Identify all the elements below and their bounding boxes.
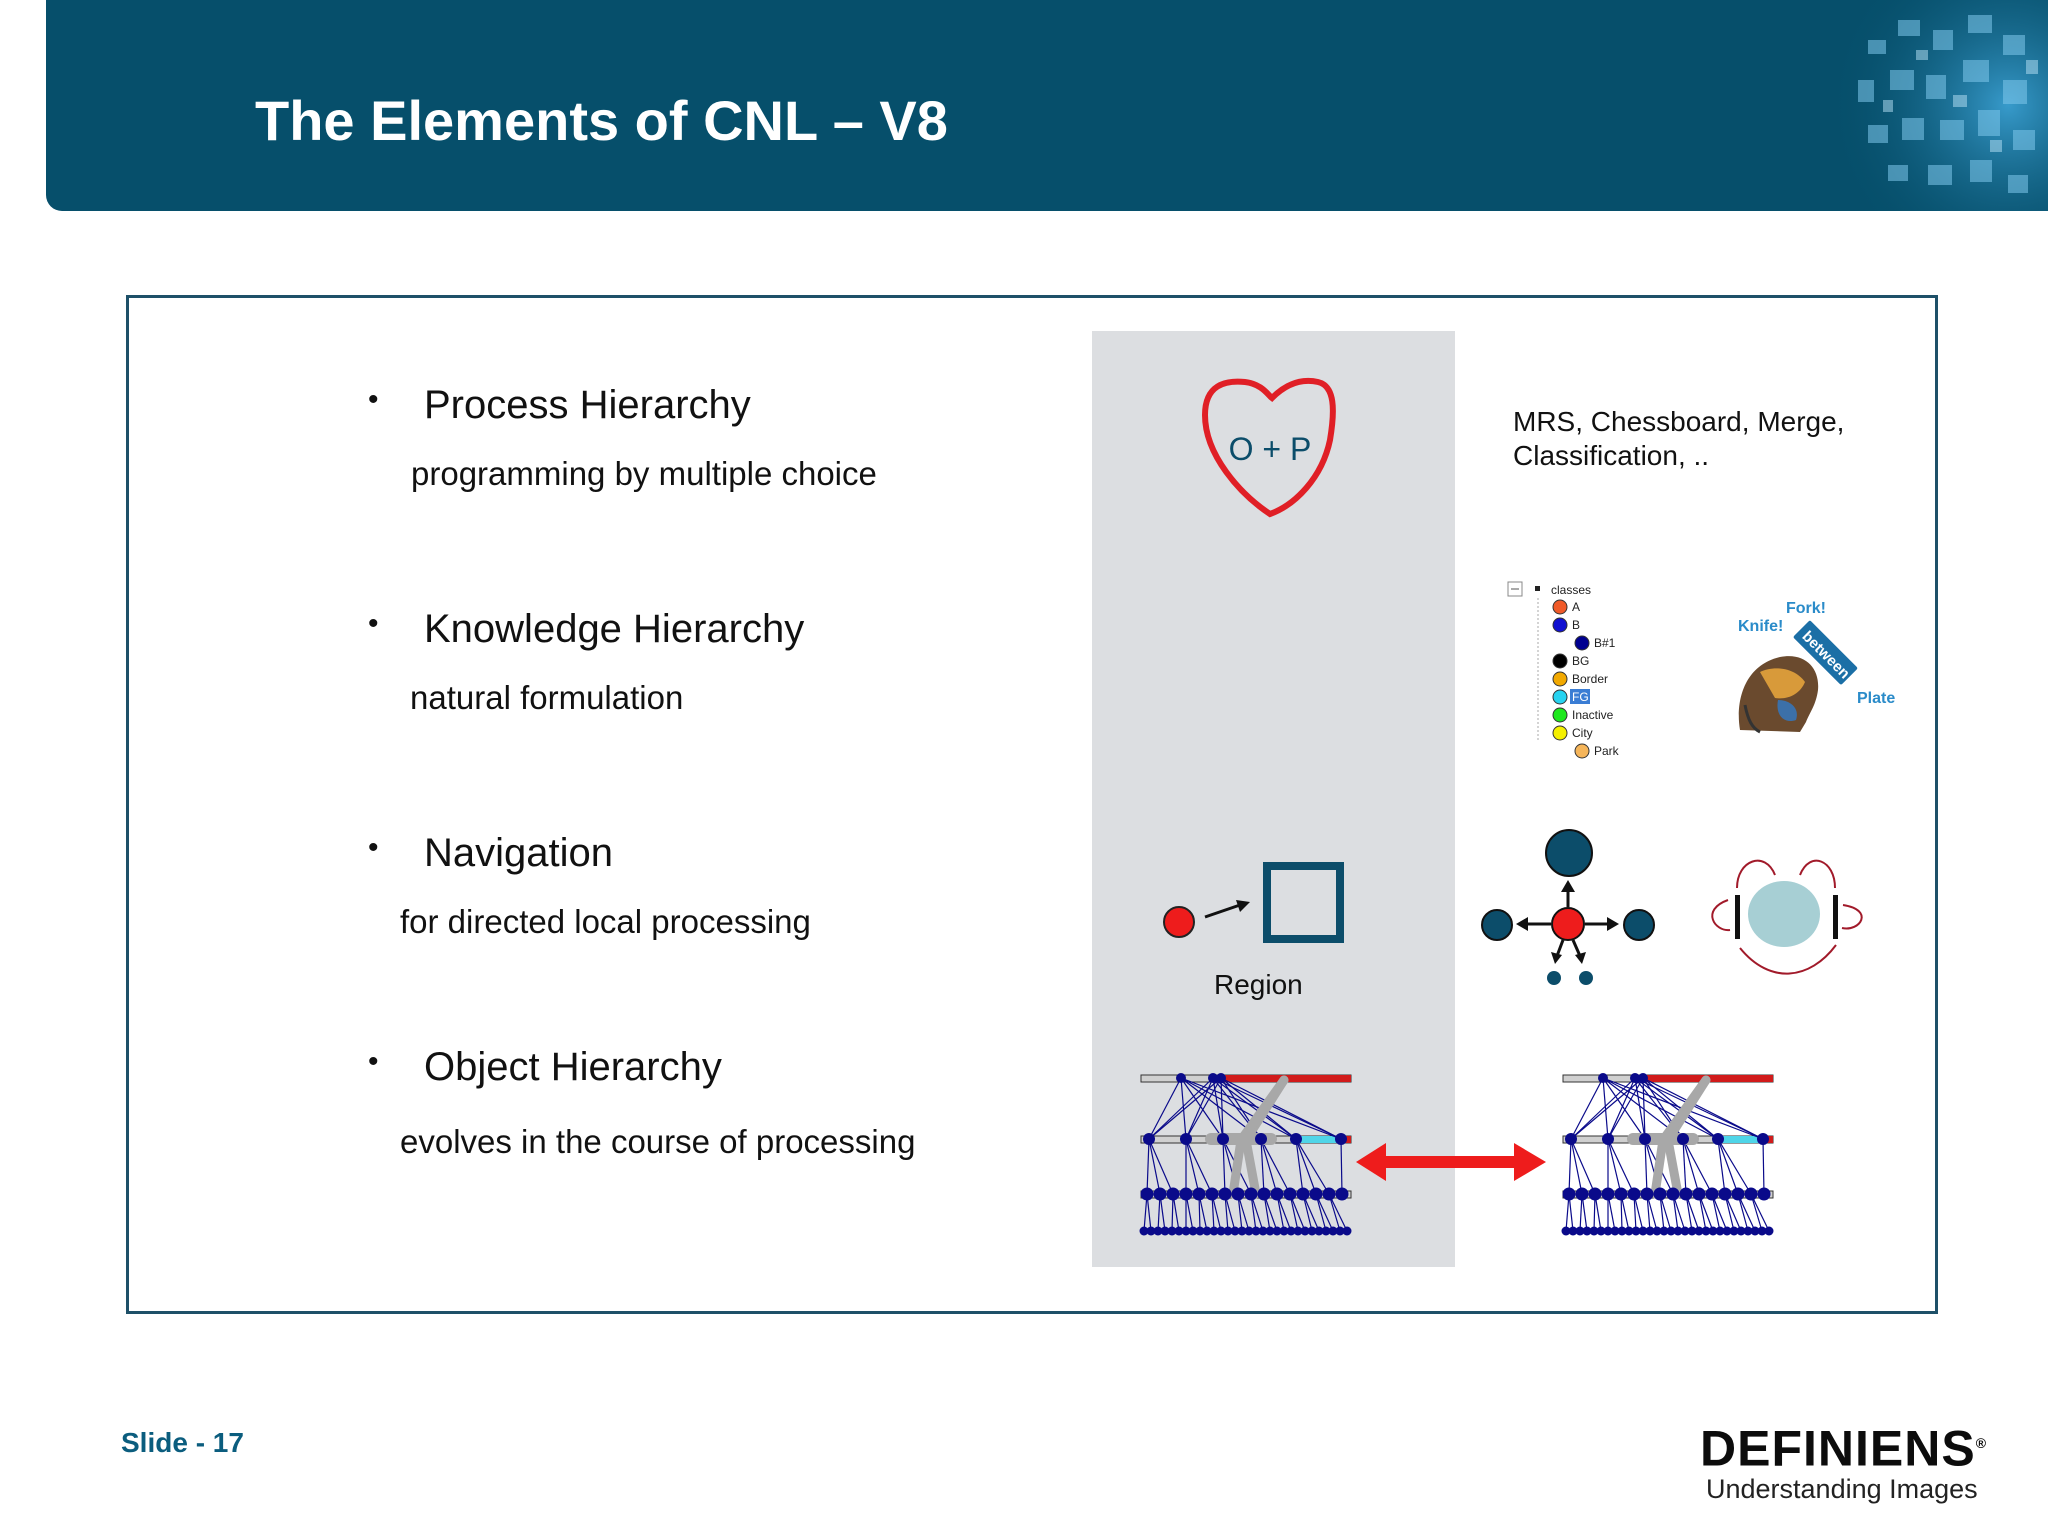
tree-item[interactable]: City [1552,725,1593,741]
tree-root-label: classes [1551,583,1591,597]
tree-item[interactable]: BG [1552,653,1589,669]
region-label: Region [1214,969,1303,1000]
slide-number: Slide - 17 [121,1427,244,1458]
class-label: BG [1572,654,1589,668]
header-bar: The Elements of CNL – V8 [46,0,2048,211]
class-color-swatch [1552,671,1568,687]
class-label: Inactive [1572,708,1614,722]
item-title-object-hierarchy: Object Hierarchy [424,1045,722,1089]
tree-item[interactable]: Inactive [1552,707,1614,723]
registered-mark: ® [1975,1435,1988,1451]
class-color-swatch [1574,635,1590,651]
item-desc-knowledge-hierarchy: natural formulation [410,679,684,716]
content-frame [126,295,1938,1314]
item-title-navigation: Navigation [424,831,614,875]
class-color-swatch [1552,617,1568,633]
object-hierarchy-right [1561,1073,1774,1236]
object-hierarchy-left [1139,1073,1352,1236]
logo-wordmark: DEFINIENS® [1700,1418,2000,1474]
class-color-swatch [1574,743,1590,759]
bullet-marker: • [368,607,379,640]
item-desc-process-hierarchy: programming by multiple choice [411,455,877,492]
between-badge [1793,620,1858,685]
class-label: City [1572,726,1593,740]
head-profile-icon [1738,656,1819,734]
fork-label: Fork! [1786,600,1826,617]
heart-illustration: O + P [1201,377,1336,518]
knife-icon [1833,895,1838,939]
examples-text: MRS, Chessboard, Merge, Classification, … [1513,406,1845,471]
class-label: B [1572,618,1580,632]
heart-shape [1201,377,1336,518]
item-title-knowledge-hierarchy: Knowledge Hierarchy [424,607,805,651]
bullet-marker: • [368,1045,379,1078]
item-desc-object-hierarchy: evolves in the course of processing [400,1123,916,1160]
bullet-marker: • [368,383,379,416]
tree-item[interactable]: Park [1574,743,1620,759]
double-arrow-icon [1356,1143,1546,1181]
logo-name: DEFINIENS [1700,1420,1976,1477]
neighbor-network-diagram [1481,829,1655,985]
class-label: FG [1572,690,1589,704]
class-label: Park [1594,744,1620,758]
region-navigation-diagram [1163,862,1344,943]
class-color-swatch [1552,689,1568,705]
object-dot [1163,906,1195,938]
logo-tagline: Understanding Images [1706,1473,1978,1504]
tree-item[interactable]: A [1552,599,1580,615]
fork-icon [1735,895,1740,939]
item-desc-navigation: for directed local processing [400,903,811,940]
knife-label: Knife! [1738,618,1783,635]
class-label: Border [1572,672,1608,686]
heart-text: O + P [1229,431,1312,467]
plate-cutlery-diagram [1711,859,1863,975]
bullet-marker: • [368,831,379,864]
class-label: A [1572,600,1580,614]
plate-label: Plate [1857,690,1895,707]
globe-graphic [1813,0,2048,211]
definiens-logo: DEFINIENS® Understanding Images [1700,1418,2000,1504]
tree-item[interactable]: B [1552,617,1580,633]
class-label: B#1 [1594,636,1616,650]
class-color-swatch [1552,599,1568,615]
class-color-swatch [1552,653,1568,669]
fork-knife-plate-illustration: Fork! Knife! between Plate [1738,600,1895,734]
plate-icon [1748,881,1820,947]
representation-panel [1092,331,1455,1267]
class-color-swatch [1552,707,1568,723]
region-square [1263,862,1344,943]
class-color-swatch [1552,725,1568,741]
tree-item[interactable]: Border [1552,671,1608,687]
tree-item[interactable]: FG [1552,689,1590,705]
tree-item[interactable]: B#1 [1574,635,1616,651]
item-title-process-hierarchy: Process Hierarchy [424,383,751,427]
slide-title: The Elements of CNL – V8 [255,89,948,152]
